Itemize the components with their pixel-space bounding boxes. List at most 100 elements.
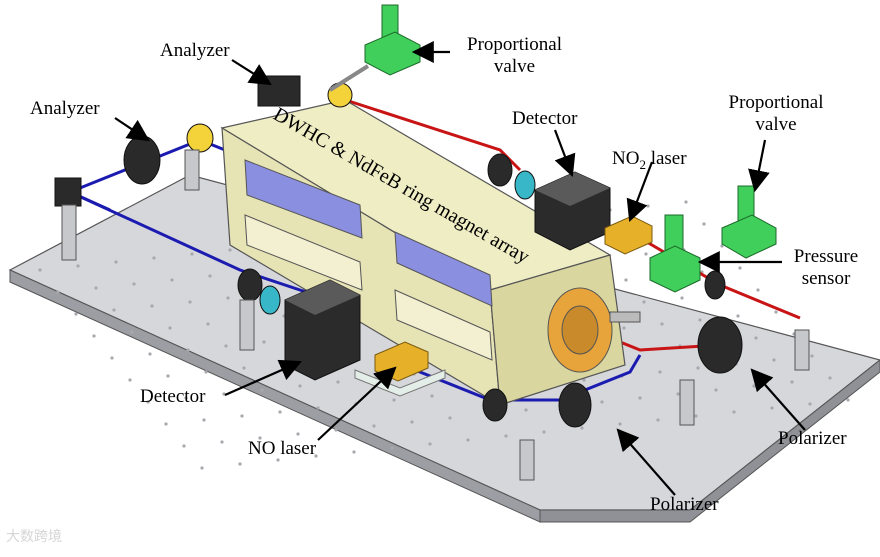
plate-hole xyxy=(466,438,470,442)
plate-hole xyxy=(642,300,646,304)
label-no2-laser-main: NO xyxy=(612,148,640,169)
label-no-laser: NO laser xyxy=(248,438,317,459)
plate-hole xyxy=(622,326,626,330)
plate-hole xyxy=(242,366,246,370)
plate-hole xyxy=(168,326,172,330)
plate-hole xyxy=(334,428,338,432)
plate-hole xyxy=(770,406,774,410)
label-proportional-valve-top-line1: Proportional xyxy=(467,34,562,55)
plate-hole xyxy=(188,300,192,304)
plate-hole xyxy=(756,288,760,292)
plate-hole xyxy=(190,252,194,256)
plate-hole xyxy=(276,458,280,462)
plate-hole xyxy=(92,334,96,338)
plate-hole xyxy=(238,462,242,466)
plate-hole xyxy=(150,304,154,308)
plate-hole xyxy=(110,356,114,360)
plate-hole xyxy=(736,314,740,318)
plate-hole xyxy=(186,348,190,352)
plate-hole xyxy=(222,392,226,396)
plate-hole xyxy=(828,376,832,380)
label-proportional-valve-right-line1: Proportional xyxy=(728,92,824,113)
plate-hole xyxy=(148,352,152,356)
plate-hole xyxy=(258,436,262,440)
plate-hole xyxy=(644,252,648,256)
plate-hole xyxy=(224,344,228,348)
plate-hole xyxy=(702,222,706,226)
plate-hole xyxy=(808,402,812,406)
plate-hole xyxy=(448,416,452,420)
plate-hole xyxy=(314,454,318,458)
plate-hole xyxy=(166,374,170,378)
plate-hole xyxy=(74,312,78,316)
label-pressure-sensor-line2: sensor xyxy=(801,268,851,289)
leader-arrows xyxy=(114,41,806,496)
label-proportional-valve-right: Proportional valve xyxy=(712,92,840,136)
label-proportional-valve-right-line2: valve xyxy=(755,114,797,135)
label-polarizer-right: Polarizer xyxy=(778,428,847,449)
optic-posts xyxy=(61,149,810,481)
label-analyzer-top: Analyzer xyxy=(160,40,230,61)
label-detector-bottom: Detector xyxy=(140,386,206,407)
plate-hole xyxy=(226,296,230,300)
plate-hole xyxy=(430,394,434,398)
label-no2-laser-tail: laser xyxy=(645,148,687,169)
plate-hole xyxy=(260,388,264,392)
plate-hole xyxy=(390,446,394,450)
plate-hole xyxy=(698,318,702,322)
plate-hole xyxy=(240,414,244,418)
plate-hole xyxy=(732,410,736,414)
plate-hole xyxy=(524,408,528,412)
plate-hole xyxy=(164,422,168,426)
plate-hole xyxy=(316,406,320,410)
label-proportional-valve-top-line2: valve xyxy=(493,56,536,77)
plate-hole xyxy=(182,444,186,448)
plate-hole xyxy=(738,266,742,270)
plate-hole xyxy=(720,244,724,248)
plate-hole xyxy=(170,278,174,282)
plate-hole xyxy=(392,398,396,402)
plate-hole xyxy=(372,424,376,428)
label-proportional-valve-top: Proportional valve xyxy=(452,34,577,78)
plate-hole xyxy=(146,400,150,404)
plate-hole xyxy=(772,358,776,362)
plate-hole xyxy=(202,418,206,422)
plate-hole xyxy=(638,396,642,400)
plate-hole xyxy=(278,410,282,414)
plate-hole xyxy=(658,370,662,374)
optics-mounts xyxy=(54,75,743,428)
plate-hole xyxy=(228,248,232,252)
plate-hole xyxy=(410,420,414,424)
plate-hole xyxy=(676,392,680,396)
plate-hole xyxy=(208,274,212,278)
plate-hole xyxy=(114,260,118,264)
plate-hole xyxy=(152,256,156,260)
plate-hole xyxy=(94,286,98,290)
plate-hole xyxy=(542,430,546,434)
plate-hole xyxy=(220,440,224,444)
label-pressure-sensor-line1: Pressure xyxy=(793,246,859,267)
plate-hole xyxy=(200,466,204,470)
plate-hole xyxy=(504,434,508,438)
label-pressure-sensor: Pressure sensor xyxy=(784,246,868,290)
label-polarizer-bottom: Polarizer xyxy=(650,494,719,515)
plate-hole xyxy=(810,354,814,358)
plate-hole xyxy=(128,378,132,382)
plate-hole xyxy=(646,204,650,208)
plate-hole xyxy=(132,282,136,286)
proportional-valve-right xyxy=(721,185,777,259)
plate-hole xyxy=(680,296,684,300)
plate-hole xyxy=(846,398,850,402)
plate-hole xyxy=(130,330,134,334)
plate-hole xyxy=(580,426,584,430)
plate-hole xyxy=(684,200,688,204)
label-no2-laser-sub: 2 xyxy=(639,156,646,172)
plate-hole xyxy=(752,384,756,388)
plate-hole xyxy=(714,388,718,392)
watermark: 大数跨境 xyxy=(6,529,62,545)
plate-hole xyxy=(656,418,660,422)
plate-hole xyxy=(204,370,208,374)
plate-hole xyxy=(296,432,300,436)
plate-hole xyxy=(112,308,116,312)
